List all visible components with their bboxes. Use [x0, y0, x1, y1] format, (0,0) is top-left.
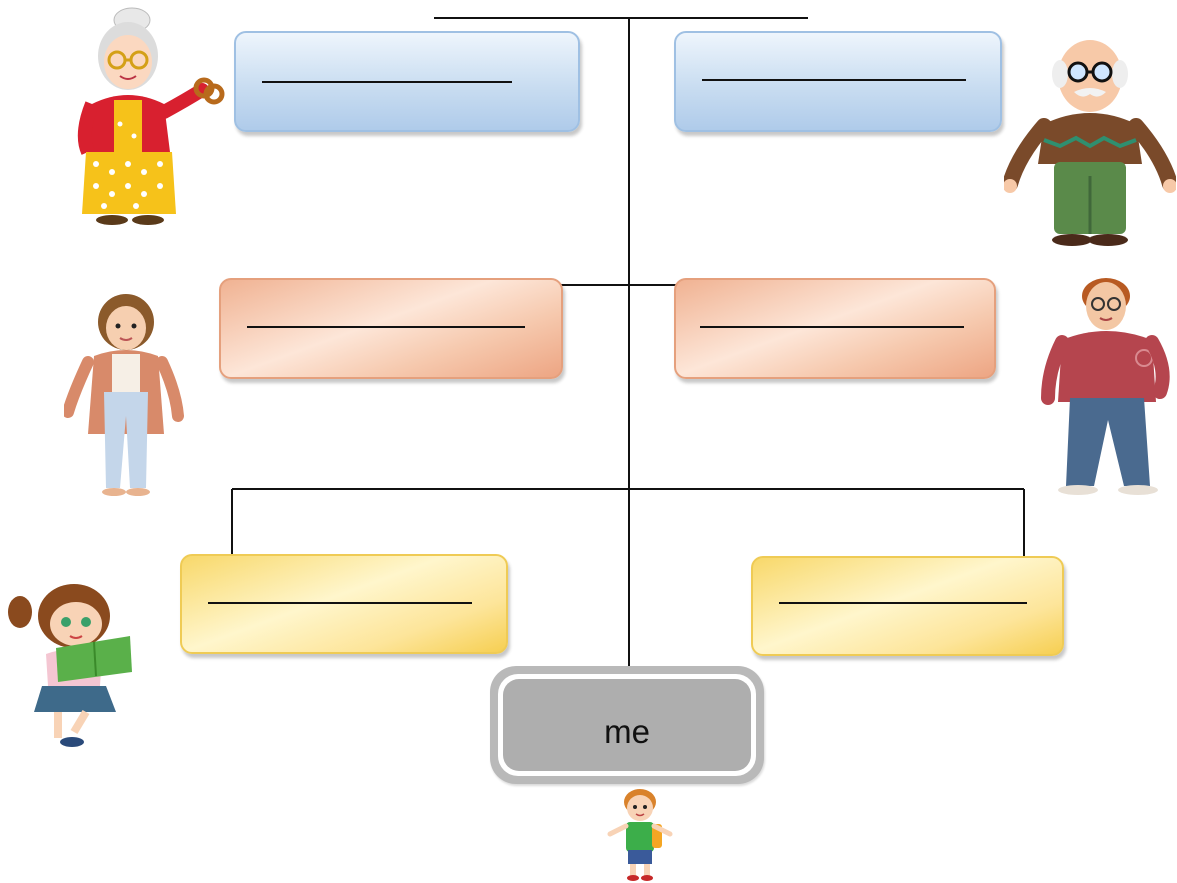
grandmother-blank-line — [262, 81, 512, 83]
grandfather-blank-line — [702, 79, 966, 81]
sister-blank-line — [208, 602, 472, 604]
mother-figure — [64, 294, 184, 496]
father-figure — [1041, 278, 1170, 495]
grandmother-name-box[interactable] — [234, 31, 580, 132]
grandmother-figure — [77, 7, 225, 225]
father-blank-line — [700, 326, 964, 328]
me-box: me — [490, 666, 764, 784]
father-name-box[interactable] — [674, 278, 996, 379]
mother-name-box[interactable] — [219, 278, 563, 379]
grandfather-name-box[interactable] — [674, 31, 1002, 132]
mother-blank-line — [247, 326, 525, 328]
boy-figure — [607, 789, 673, 881]
sibling-blank-line — [779, 602, 1027, 604]
me-label: me — [604, 713, 650, 750]
sister-figure — [8, 584, 132, 747]
sister-name-box[interactable] — [180, 554, 508, 654]
grandfather-figure — [1004, 40, 1176, 246]
sibling-name-box[interactable] — [751, 556, 1064, 656]
